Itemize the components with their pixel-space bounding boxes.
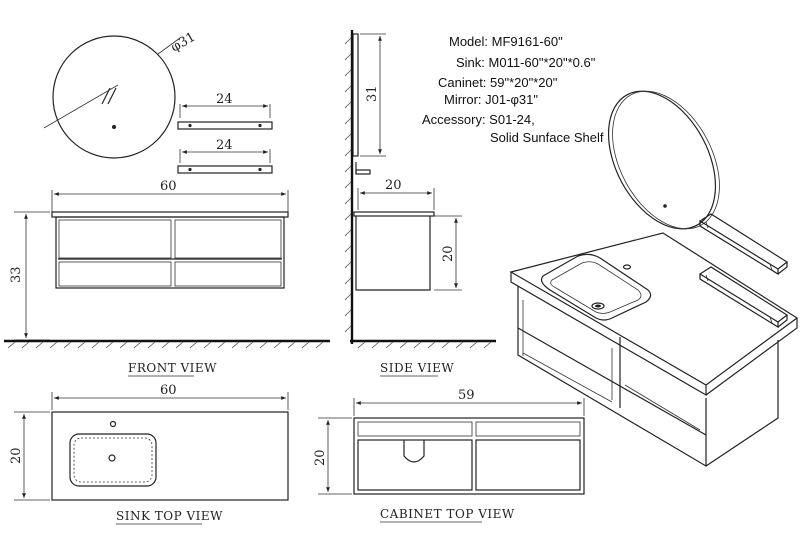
spec-sink: Sink: M011-60"*20"*0.6"	[456, 55, 596, 70]
spec-cabinet: Caninet: 59"*20"*20"	[438, 75, 558, 90]
spec-block: Model: MF9161-60" Sink: M011-60"*20"*0.6…	[422, 34, 604, 145]
spec-accessory-shelf: Solid Sunface Shelf	[490, 130, 604, 145]
sink-top-depth-dim: 20	[9, 447, 24, 464]
mirror-diameter-label: φ31	[169, 30, 199, 56]
isometric-shelf-1	[698, 213, 789, 276]
isometric-shelf-2	[698, 266, 789, 329]
front-width-dim: 60	[160, 179, 177, 194]
cabinet-top-view: 59 20 CABINET TOP VIEW	[313, 388, 585, 523]
side-height-dim: 20	[441, 245, 456, 262]
isometric-mirror	[607, 90, 720, 230]
cabinet-top-view-label: CABINET TOP VIEW	[380, 507, 515, 521]
shelf-top-2: 24	[177, 138, 273, 174]
cabinet-top-depth-dim: 20	[313, 449, 328, 466]
mirror-front: φ31	[43, 30, 199, 159]
isometric-vanity	[509, 232, 799, 468]
side-view: 31 20 20	[344, 30, 496, 377]
shelf-top-1: 24	[177, 92, 273, 130]
sink-top-view: 60 20 SINK TOP VIEW	[9, 383, 289, 525]
sink-top-view-label: SINK TOP VIEW	[116, 509, 223, 523]
shelf-1-dim: 24	[216, 92, 233, 107]
spec-mirror: Mirror: J01-φ31"	[444, 92, 538, 107]
sink-top-width-dim: 60	[160, 383, 177, 398]
spec-accessory: Accessory: S01-24,	[422, 112, 535, 127]
front-view: 60 33 FRONT VIEW	[4, 179, 330, 377]
side-depth-dim: 20	[385, 178, 402, 193]
front-view-label: FRONT VIEW	[128, 361, 217, 375]
front-height-dim: 33	[9, 266, 24, 283]
side-view-label: SIDE VIEW	[380, 361, 454, 375]
cabinet-top-width-dim: 59	[458, 388, 475, 403]
shelf-2-dim: 24	[216, 138, 233, 153]
side-mirror-height-dim: 31	[365, 85, 380, 102]
spec-model: Model: MF9161-60"	[449, 34, 563, 49]
